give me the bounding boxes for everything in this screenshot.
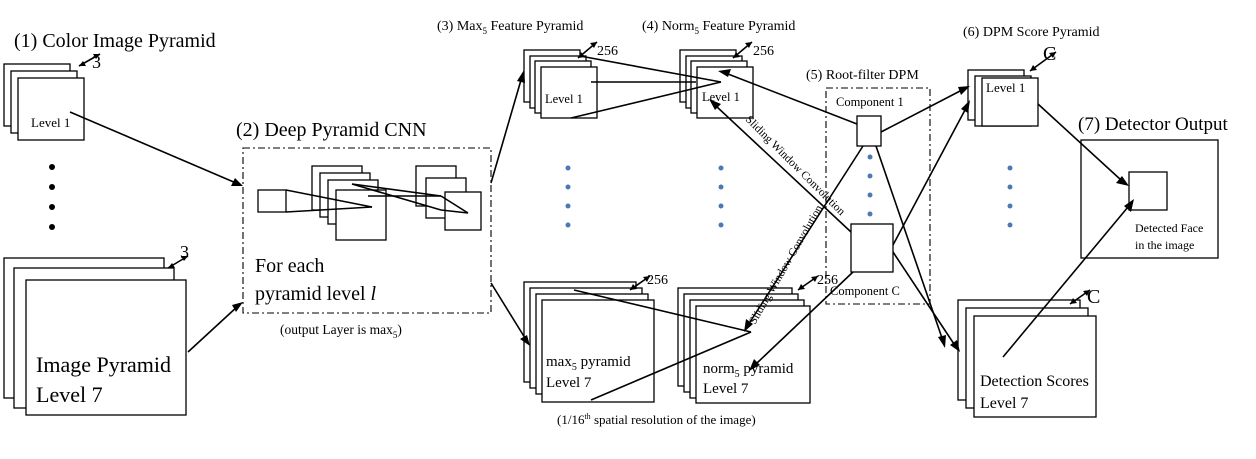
deep-pyramid-cnn: (2) Deep Pyramid CNN For each pyramid le…	[236, 119, 492, 340]
detector-title: (7) Detector Output	[1078, 114, 1229, 135]
dpm-filter-component-1	[856, 115, 882, 147]
resolution-note: (1/16th spatial resolution of the image)	[557, 412, 756, 427]
dpm-frame	[825, 87, 931, 305]
score-title: (6) DPM Score Pyramid	[963, 25, 1100, 40]
detector-label-line1: Detected Face	[1135, 221, 1203, 235]
max5-bottom-layer	[541, 299, 655, 403]
max5-feature-pyramid: (3) Max5 Feature Pyramid Level 1 256 max…	[437, 19, 668, 403]
score-level-first: Level 1	[986, 80, 1025, 95]
color-pyramid-level-first: Level 1	[31, 115, 70, 130]
ellipsis-dot	[1007, 203, 1013, 209]
ellipsis-dot	[867, 154, 873, 160]
score-channels-top: C	[1043, 43, 1056, 65]
arrow-connector	[892, 251, 955, 345]
score-level-last-line2: Level 7	[980, 395, 1028, 412]
detector-output: (7) Detector Output Detected Face in the…	[1078, 114, 1229, 259]
ellipsis-dot	[718, 165, 724, 171]
color-image-pyramid: (1) Color Image Pyramid Level 1 3 Image …	[3, 30, 216, 416]
cnn-input-block	[257, 189, 287, 213]
ellipsis-dot	[1007, 222, 1013, 228]
norm5-title: (4) Norm5 Feature Pyramid	[642, 19, 795, 36]
max5-top-layer	[540, 66, 598, 119]
pyramid-bottom-layer-1	[25, 279, 187, 416]
max5-level-first: Level 1	[545, 92, 583, 106]
ellipsis-dot	[565, 184, 571, 190]
arrow-connector	[756, 271, 854, 364]
ellipsis-dot	[1007, 165, 1013, 171]
ellipsis-dot	[718, 184, 724, 190]
norm5-level-last: Level 7	[703, 381, 749, 397]
ellipsis-dot	[49, 164, 55, 170]
norm5-level-first: Level 1	[702, 90, 740, 104]
score-bottom-layer	[973, 315, 1097, 418]
arrow-connector	[749, 145, 864, 323]
dpm-score-pyramid: (6) DPM Score Pyramid Level 1 C Detectio…	[957, 25, 1100, 418]
cnn-layer-block	[335, 189, 387, 241]
score-level-last-line1: Detection Scores	[980, 373, 1089, 390]
norm5-bottom-layer	[695, 305, 811, 404]
ellipsis-dot	[867, 211, 873, 217]
arrow-connector	[1037, 103, 1122, 181]
cnn-line2: pyramid level l	[255, 283, 377, 305]
arrow-connector	[880, 89, 963, 133]
arrow-connector	[1002, 206, 1129, 358]
norm5-channels-top: 256	[753, 44, 774, 59]
max5-channels-bottom: 256	[647, 273, 668, 288]
detected-face-box	[1128, 171, 1168, 211]
arrow-connector	[490, 79, 522, 184]
color-pyramid-title: (1) Color Image Pyramid	[14, 30, 216, 52]
root-filter-dpm: (5) Root-filter DPM Component 1 Componen…	[806, 68, 931, 305]
cnn-output-note: (output Layer is max5)	[280, 322, 402, 340]
detector-label-line2: in the image	[1135, 238, 1194, 252]
score-channels-bottom: C	[1087, 286, 1100, 308]
dpm-title: (5) Root-filter DPM	[806, 68, 919, 83]
ellipsis-dot	[1007, 184, 1013, 190]
ellipsis-dot	[49, 184, 55, 190]
ellipsis-dot	[867, 192, 873, 198]
color-pyramid-level-last-line1: Image Pyramid	[36, 352, 171, 377]
dpm-component-last: Component C	[830, 284, 900, 298]
ellipsis-dot	[718, 203, 724, 209]
max5-bottom-label: max5 pyramid	[546, 354, 631, 373]
arrow-connector	[490, 282, 526, 339]
cnn-line1: For each	[255, 255, 324, 277]
arrow-connector	[892, 109, 966, 246]
connectors	[69, 55, 1134, 401]
norm5-top-layer	[696, 66, 754, 119]
arrow-connector	[187, 305, 239, 353]
color-pyramid-channels-top: 3	[92, 52, 101, 72]
arrow-connector	[727, 73, 858, 125]
max5-title: (3) Max5 Feature Pyramid	[437, 19, 583, 36]
norm5-channels-bottom: 256	[817, 273, 838, 288]
pyramid-top-layer-1	[17, 77, 85, 141]
ellipsis-dot	[49, 224, 55, 230]
ellipsis-dot	[565, 165, 571, 171]
cnn-title: (2) Deep Pyramid CNN	[236, 119, 427, 141]
max5-level-last: Level 7	[546, 375, 592, 391]
dpm-component-first: Component 1	[836, 95, 904, 109]
color-pyramid-level-last-line2: Level 7	[36, 382, 103, 407]
arrow-connector	[715, 105, 852, 233]
ellipsis-dot	[565, 203, 571, 209]
sliding-window-label-a: Sliding Window Convolution	[743, 114, 847, 218]
arrow-connector	[875, 145, 943, 339]
max5-channels-top: 256	[597, 44, 618, 59]
arrow-connector	[69, 111, 237, 184]
ellipsis-dot	[49, 204, 55, 210]
score-top-layer	[981, 77, 1039, 127]
ellipsis-dot	[867, 173, 873, 179]
dpm-filter-component-c	[850, 223, 894, 273]
ellipsis-dot	[718, 222, 724, 228]
color-pyramid-channels-bottom: 3	[180, 242, 189, 262]
cnn-frame	[242, 147, 492, 314]
ellipsis-dot	[565, 222, 571, 228]
norm5-feature-pyramid: (4) Norm5 Feature Pyramid Level 1 256 no…	[642, 19, 838, 404]
